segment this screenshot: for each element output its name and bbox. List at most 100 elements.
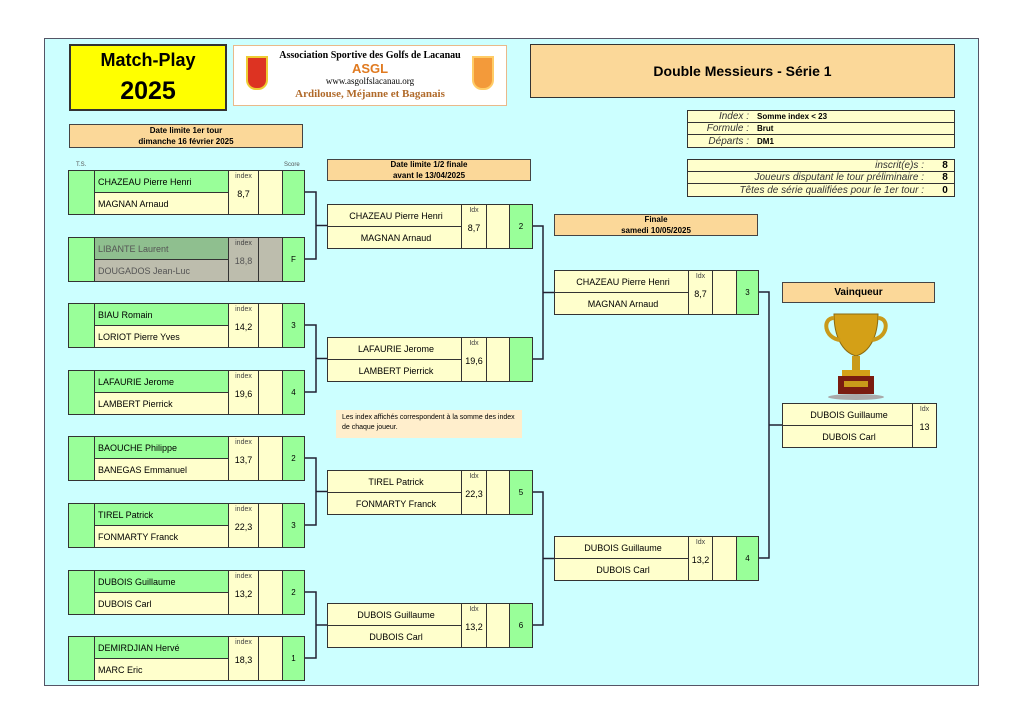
player-name: MAGNAN Arnaud [328,227,461,248]
seed-cell [69,371,95,414]
player-name: DOUGADOS Jean-Luc [95,260,228,281]
player-name: BAOUCHE Philippe [95,437,228,459]
winner-label: Vainqueur [782,282,935,303]
series-title: Double Messieurs - Série 1 [530,44,955,98]
index-cell: index 22,3 [229,504,259,547]
index-value: 19,6 [465,356,483,366]
bracket-connector [304,457,327,526]
player-name: MARC Eric [95,659,228,680]
player-name: LIBANTE Laurent [95,238,228,260]
round1-date: dimanche 16 février 2025 [138,137,234,146]
seed-cell [69,171,95,214]
stats-row: Joueurs disputant le tour préliminaire :… [688,172,954,184]
index-header: Idx [919,406,930,413]
index-header: index [235,306,252,313]
seed-cell [69,571,95,614]
player-name: LAMBERT Pierrick [328,360,461,381]
info-value: Brut [757,124,774,133]
bracket-connector [304,191,327,260]
blank-cell [259,437,283,480]
index-header: Idx [469,473,479,480]
blank-cell [713,271,737,314]
trophy-icon [824,313,888,400]
index-value: 13 [919,422,930,432]
player-name: DUBOIS Guillaume [555,537,688,559]
player-name: DUBOIS Guillaume [328,604,461,626]
score-cell [510,338,532,381]
bracket-connector [532,225,554,360]
blank-cell [487,604,510,647]
score-header: Score [284,162,300,168]
player-name: FONMARTY Franck [328,493,461,514]
index-value: 8,7 [467,223,481,233]
semi-date: avant le 13/04/2025 [392,171,466,180]
club-logo: Association Sportive des Golfs de Lacana… [233,45,507,106]
stats-value: 8 [942,160,948,171]
bracket-connector [758,291,782,559]
blank-cell [259,171,283,214]
blank-cell [259,637,283,680]
score-cell: 2 [283,571,304,614]
stats-key: Têtes de série qualifiées pour le 1er to… [739,184,924,196]
blank-cell [259,238,283,281]
score-cell: 3 [737,271,758,314]
index-value: 13,2 [234,589,253,599]
player-name: CHAZEAU Pierre Henri [328,205,461,227]
score-cell: 6 [510,604,532,647]
index-header: index [235,506,252,513]
score-cell: 2 [283,437,304,480]
index-header: index [235,573,252,580]
stats-key: Joueurs disputant le tour préliminaire : [754,172,924,183]
right-crest-icon [472,56,494,90]
index-value: 8,7 [237,189,250,199]
seed-cell [69,304,95,347]
score-cell: 3 [283,504,304,547]
bracket-connector [532,491,554,626]
player-name: CHAZEAU Pierre Henri [95,171,228,193]
index-value: 13,2 [465,622,483,632]
index-header: index [235,173,252,180]
index-cell: index 8,7 [229,171,259,214]
round1-label: Date limite 1er tour [149,126,223,135]
player-name: BIAU Romain [95,304,228,326]
semi-label: Date limite 1/2 finale [390,160,468,169]
info-value: DM1 [757,136,774,146]
player-name: BANEGAS Emmanuel [95,459,228,480]
courses: Ardilouse, Méjanne et Baganais [295,88,445,100]
index-value: 22,3 [234,522,253,532]
player-name: DUBOIS Carl [555,559,688,580]
ts-header: T.S. [76,162,87,168]
final-label: Finale [644,215,668,224]
title: Match-Play [100,50,196,70]
player-name: FONMARTY Franck [95,526,228,547]
final-date: Finale samedi 10/05/2025 [554,214,758,236]
info-row: Formule :Brut [688,123,954,135]
final-day: samedi 10/05/2025 [621,226,691,235]
player-name: LAFAURIE Jerome [95,371,228,393]
player-name: TIREL Patrick [95,504,228,526]
index-header: Idx [695,273,706,280]
index-value: 13,7 [234,455,253,465]
